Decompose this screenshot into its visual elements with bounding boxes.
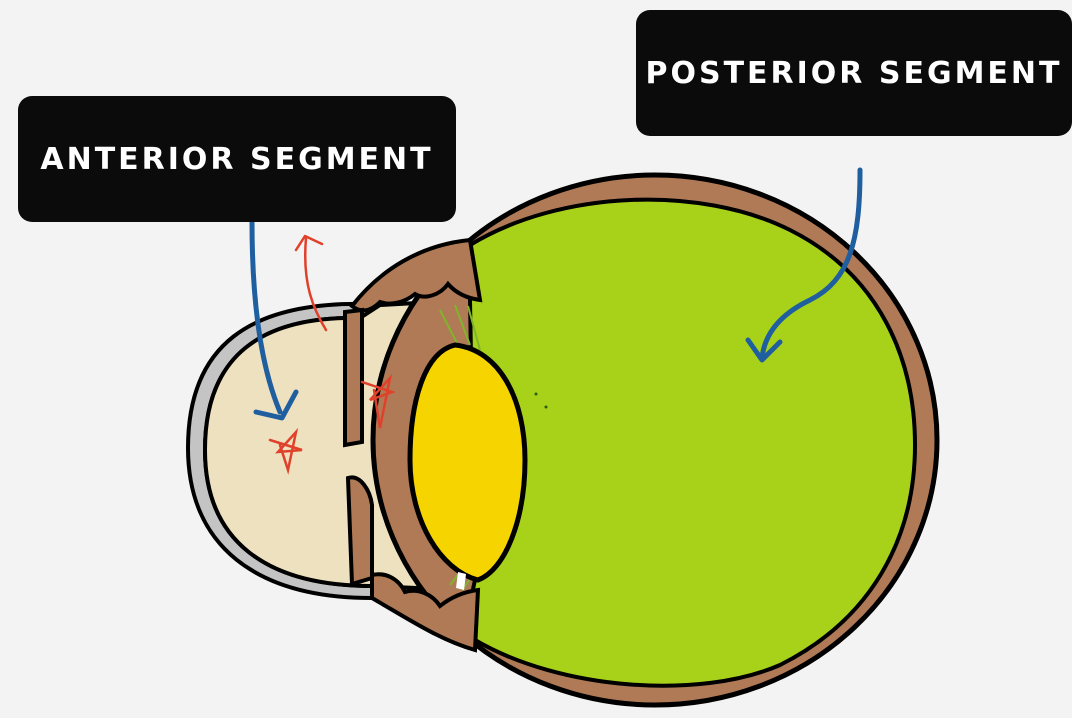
posterior-segment-label-box: POSTERIOR SEGMENT	[636, 10, 1072, 136]
iris-upper	[345, 310, 362, 445]
iris-lower	[348, 477, 372, 584]
speck	[545, 406, 548, 409]
posterior-segment-label: POSTERIOR SEGMENT	[645, 56, 1062, 91]
vitreous-body	[470, 200, 915, 686]
speck	[535, 393, 538, 396]
anterior-segment-label: ANTERIOR SEGMENT	[40, 142, 433, 177]
anterior-segment-label-box: ANTERIOR SEGMENT	[18, 96, 456, 222]
red-arrow-head	[296, 236, 322, 250]
